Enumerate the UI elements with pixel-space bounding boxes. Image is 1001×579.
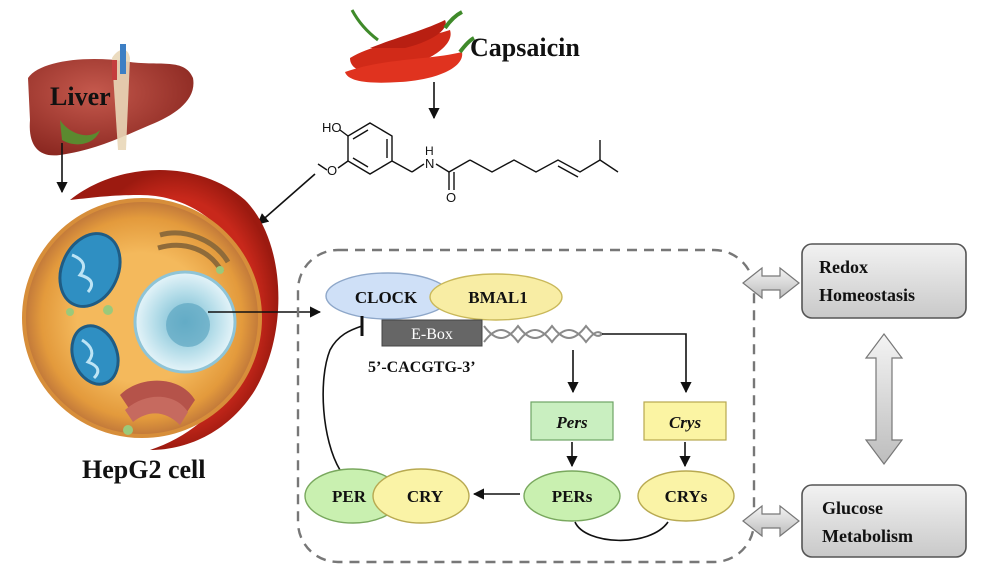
liver-label: Liver <box>50 82 111 111</box>
crys-gene-box <box>643 401 727 441</box>
redox-glucose-double-arrow <box>864 333 904 465</box>
molecule-ho-label: HO <box>322 120 342 135</box>
hepg2-cell-illustration <box>22 170 279 450</box>
bmal1-label: BMAL1 <box>468 288 528 307</box>
cry-label: CRY <box>407 487 443 506</box>
pers-crys-binding-line <box>574 521 669 542</box>
capsaicin-structure <box>317 122 619 190</box>
crys-protein-node <box>637 470 735 522</box>
crys-protein-label: CRYs <box>665 487 708 506</box>
hepg2-cell-label: HepG2 cell <box>82 455 205 484</box>
dna-helix-icon <box>483 324 603 344</box>
per-label: PER <box>332 487 367 506</box>
region-redox-double-arrow <box>742 266 800 300</box>
molecule-carbonyl-o-label: O <box>446 190 456 205</box>
molecule-n-label: N <box>425 156 434 171</box>
cry-node <box>372 468 470 524</box>
molecule-h-label: H <box>425 144 434 158</box>
pers-gene-label: Pers <box>555 413 588 432</box>
chili-pepper-icon <box>345 9 475 83</box>
crys-gene-label: Crys <box>669 413 702 432</box>
glucose-line1: Glucose <box>822 498 883 518</box>
pers-protein-node <box>523 470 621 522</box>
liver-illustration: Liver <box>28 44 194 156</box>
pers-gene-box <box>530 401 614 441</box>
glucose-line2: Metabolism <box>822 526 913 546</box>
bmal1-node <box>429 273 563 321</box>
dna-to-crys-arrow <box>602 333 692 394</box>
ebox-label: E-Box <box>411 326 453 343</box>
redox-line2: Homeostasis <box>819 285 915 305</box>
region-glucose-double-arrow <box>742 504 800 538</box>
redox-homeostasis-box <box>801 243 967 319</box>
redox-line1: Redox <box>819 257 868 277</box>
repression-line <box>322 325 363 471</box>
clock-label: CLOCK <box>355 288 418 307</box>
molecule-o-label: O <box>327 163 337 178</box>
pers-protein-label: PERs <box>552 487 593 506</box>
glucose-metabolism-box <box>801 484 967 558</box>
ebox-box <box>381 319 483 347</box>
capsaicin-to-cell-arrow <box>257 173 316 225</box>
ebox-sequence-label: 5’-CACGTG-3’ <box>368 359 476 376</box>
circadian-loop-region <box>296 248 756 564</box>
capsaicin-label: Capsaicin <box>470 33 580 62</box>
